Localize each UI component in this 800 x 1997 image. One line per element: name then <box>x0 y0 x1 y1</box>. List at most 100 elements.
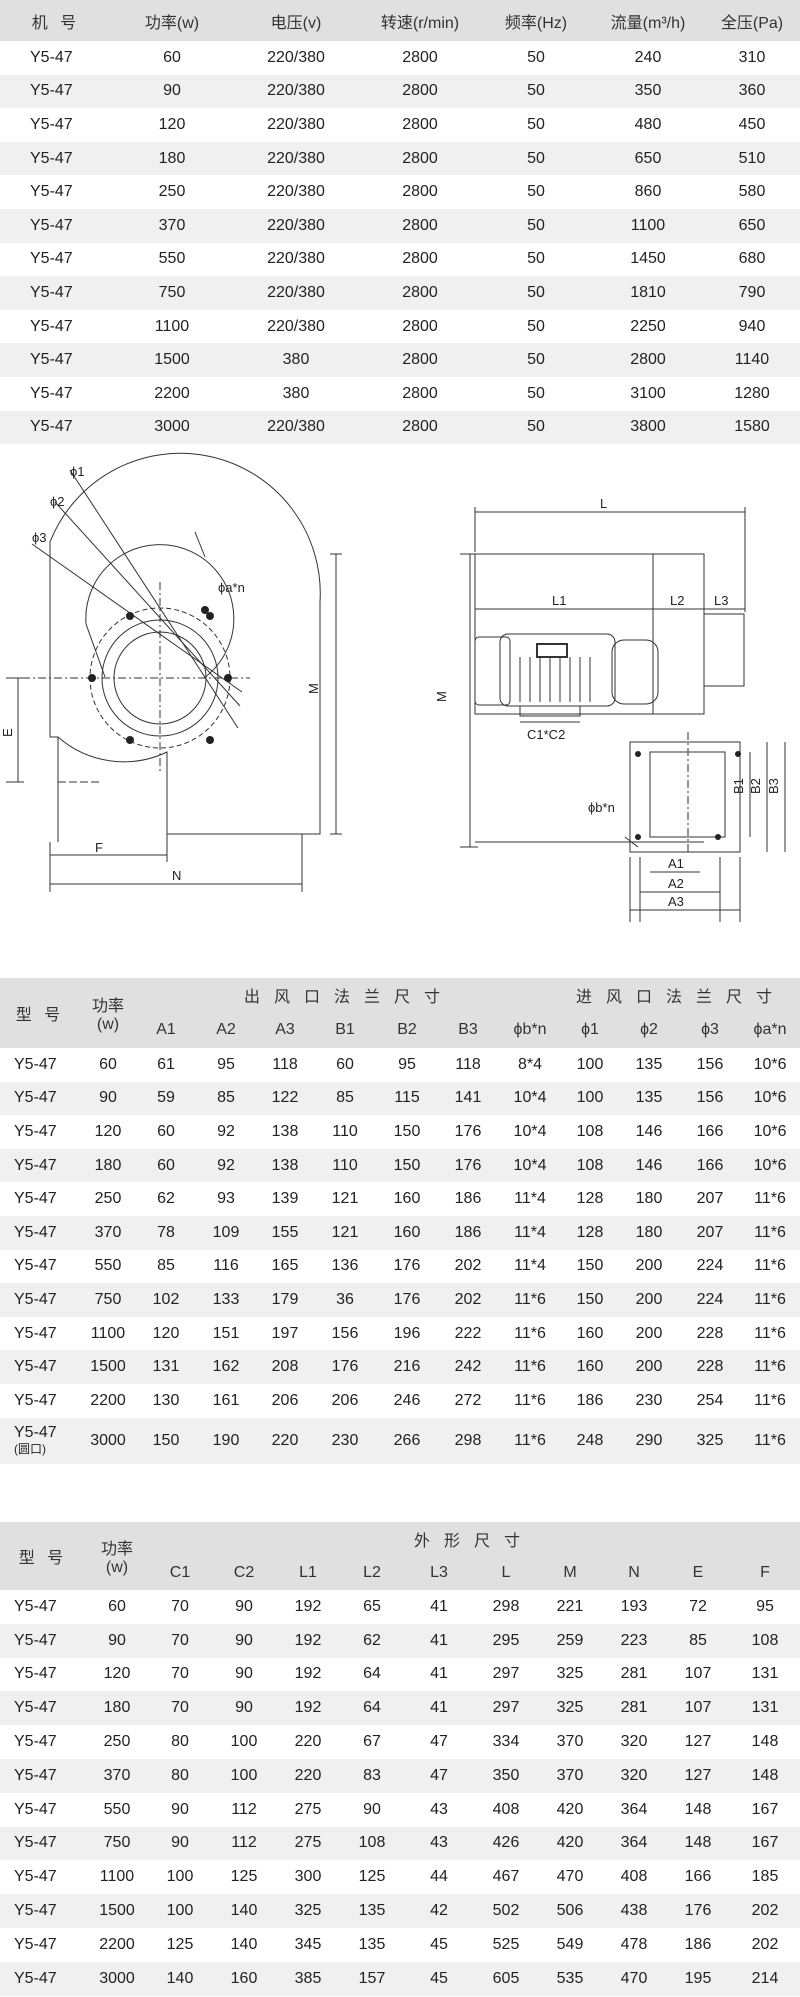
table-cell: 2800 <box>360 343 480 377</box>
table-cell: Y5-47 <box>0 1316 80 1351</box>
header-speed: 转速(r/min) <box>360 0 480 41</box>
table-cell: 161 <box>196 1383 256 1418</box>
label-B2: B2 <box>748 778 763 794</box>
table-cell: 2800 <box>360 141 480 176</box>
table-cell: 186 <box>438 1182 498 1216</box>
table-cell: Y5-47 <box>0 1182 80 1216</box>
table-cell: 297 <box>474 1691 538 1726</box>
label-B3: B3 <box>766 778 781 794</box>
table-cell: 420 <box>538 1792 602 1827</box>
table-cell: 295 <box>474 1623 538 1658</box>
table-cell: 680 <box>704 242 800 277</box>
table-cell: 70 <box>148 1691 212 1726</box>
table-cell: 118 <box>256 1048 314 1082</box>
table-cell: 426 <box>474 1826 538 1861</box>
table-cell: 180 <box>618 1215 681 1250</box>
table-cell: 67 <box>340 1725 404 1759</box>
performance-table: 机 号 功率(w) 电压(v) 转速(r/min) 频率(Hz) 流量(m³/h… <box>0 0 800 445</box>
table-cell: 11*6 <box>498 1417 563 1464</box>
table-cell: Y5-47 <box>0 1826 86 1861</box>
table-cell: 146 <box>618 1148 681 1183</box>
table-cell: 138 <box>256 1115 314 1149</box>
table-cell: 100 <box>148 1894 212 1928</box>
table-cell: 2200 <box>112 376 232 411</box>
table-cell: 78 <box>136 1215 196 1250</box>
table-cell: 160 <box>376 1215 438 1250</box>
table-cell: 157 <box>340 1961 404 1996</box>
table-cell: 90 <box>212 1590 276 1624</box>
table-cell: 65 <box>340 1590 404 1624</box>
table-cell: 80 <box>148 1725 212 1759</box>
header-power-label: 功率 <box>91 998 124 1015</box>
table-cell: 202 <box>730 1927 800 1962</box>
table-cell: 220/380 <box>232 309 360 344</box>
header-power: 功率 (w) <box>80 978 136 1048</box>
table-cell: 156 <box>680 1048 741 1082</box>
table-cell: 92 <box>196 1148 256 1183</box>
table-cell: 180 <box>86 1691 148 1726</box>
table-cell: 2800 <box>360 74 480 109</box>
table-cell: 162 <box>196 1350 256 1384</box>
table-cell: 160 <box>212 1961 276 1996</box>
table-cell: 11*6 <box>498 1383 563 1418</box>
table-cell: 370 <box>112 208 232 243</box>
table-cell: 130 <box>136 1383 196 1418</box>
table-cell: 50 <box>480 141 592 176</box>
table-cell: 135 <box>340 1927 404 1962</box>
label-C1C2: C1*C2 <box>527 727 565 742</box>
table-cell: 185 <box>730 1860 800 1895</box>
table-cell: 230 <box>314 1417 376 1464</box>
table-cell: 120 <box>136 1316 196 1351</box>
table-cell: 3100 <box>592 376 704 411</box>
table-cell: 206 <box>314 1383 376 1418</box>
table-cell: 220/380 <box>232 208 360 243</box>
header-model: 型 号 <box>0 1522 86 1590</box>
table-cell: 2800 <box>360 108 480 142</box>
table-cell: 550 <box>80 1249 136 1284</box>
table-cell: 121 <box>314 1182 376 1216</box>
table-cell: 60 <box>314 1048 376 1082</box>
table-cell: 2800 <box>360 175 480 209</box>
table-cell: 148 <box>730 1758 800 1793</box>
table-cell: 208 <box>256 1350 314 1384</box>
table-cell: 50 <box>480 343 592 377</box>
table-cell: 141 <box>438 1081 498 1116</box>
table-cell: Y5-47 <box>0 410 112 445</box>
table-cell: 450 <box>704 108 800 142</box>
table-cell: Y5-47 <box>0 141 112 176</box>
table-cell: 310 <box>704 41 800 75</box>
table-cell: 2200 <box>86 1927 148 1962</box>
table-cell: 2800 <box>360 376 480 411</box>
table-cell: 192 <box>276 1691 340 1726</box>
table-cell: 1140 <box>704 343 800 377</box>
table-cell: 380 <box>232 343 360 377</box>
table-cell: 2800 <box>360 41 480 75</box>
table-cell: 467 <box>474 1860 538 1895</box>
table-cell: Y5-47 <box>0 1350 80 1384</box>
table-cell: 85 <box>196 1081 256 1116</box>
table-cell: 281 <box>602 1657 666 1692</box>
table-cell: 95 <box>196 1048 256 1082</box>
table-cell: 266 <box>376 1417 438 1464</box>
table-cell: 100 <box>212 1725 276 1759</box>
table-cell: 650 <box>592 141 704 176</box>
table-cell: 176 <box>376 1283 438 1317</box>
table-cell: 250 <box>112 175 232 209</box>
table-cell: 1450 <box>592 242 704 277</box>
table-cell: 222 <box>438 1316 498 1351</box>
header-power-unit: (w) <box>96 1016 120 1033</box>
table-cell: 176 <box>376 1249 438 1284</box>
table-cell: 1100 <box>112 309 232 344</box>
table-cell: 1810 <box>592 276 704 310</box>
table-cell: 50 <box>480 175 592 209</box>
table-cell: Y5-47 <box>0 1215 80 1250</box>
table-cell: 151 <box>196 1316 256 1351</box>
table-cell: 940 <box>704 309 800 344</box>
table-cell: 325 <box>538 1657 602 1692</box>
